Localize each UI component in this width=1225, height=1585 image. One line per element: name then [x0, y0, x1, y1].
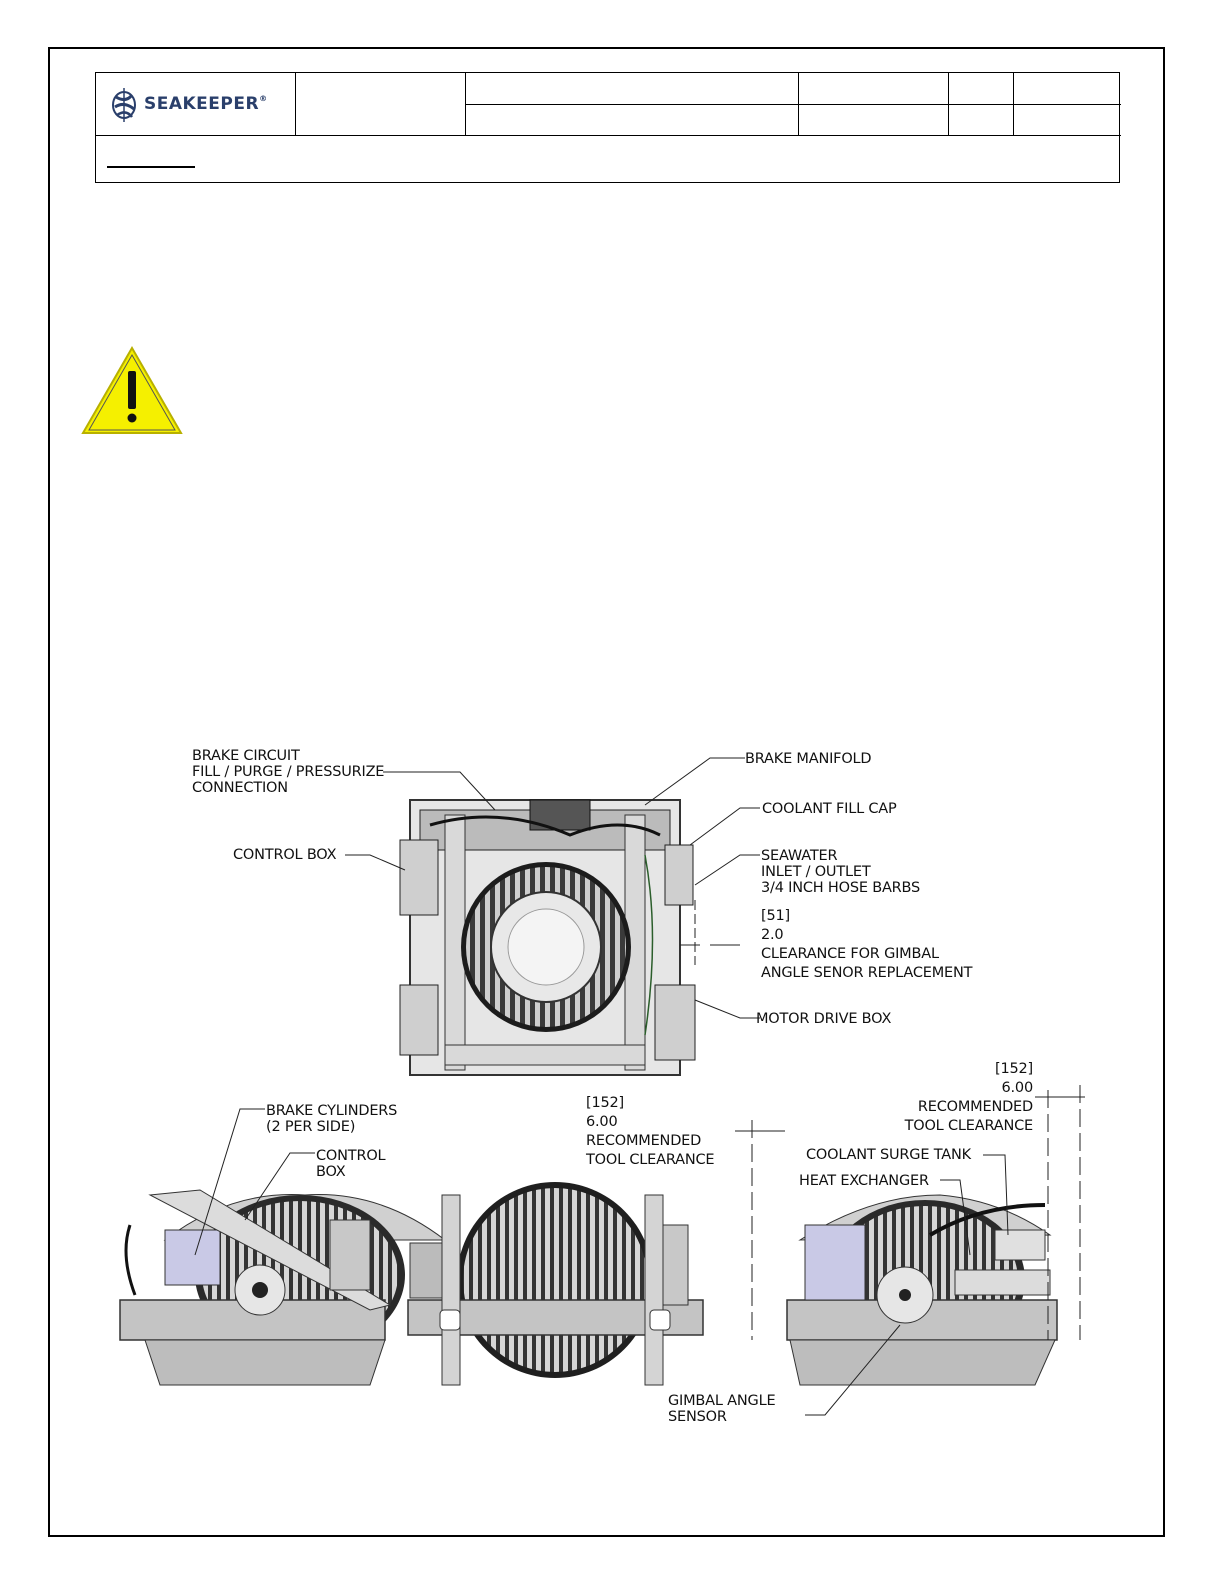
callout-motor-drive-box: MOTOR DRIVE BOX — [756, 1011, 892, 1027]
seakeeper-technical-drawing — [119, 757, 1085, 1416]
seakeeper-logo: SEAKEEPER® — [110, 87, 290, 123]
callout-clearance-gimbal: [51] 2.0 CLEARANCE FOR GIMBAL ANGLE SENO… — [761, 908, 973, 981]
callout-brake-cylinders: BRAKE CYLINDERS (2 PER SIDE) — [266, 1103, 398, 1135]
callout-coolant-surge-tank: COOLANT SURGE TANK — [806, 1147, 971, 1163]
side-view-right — [786, 1194, 1058, 1386]
document-header: SEAKEEPER® — [95, 72, 1121, 183]
side-view-left — [119, 1189, 447, 1386]
header-divider — [295, 73, 296, 135]
callout-control-box-top: CONTROL BOX — [233, 847, 337, 863]
callout-tool-clearance-mid: [152] 6.00 RECOMMENDED TOOL CLEARANCE — [586, 1095, 715, 1168]
callout-tool-clearance-right: [152] 6.00 RECOMMENDED TOOL CLEARANCE — [904, 1061, 1034, 1134]
section-underline — [107, 166, 195, 168]
seakeeper-logo-icon — [112, 88, 136, 122]
callout-heat-exchanger: HEAT EXCHANGER — [799, 1173, 929, 1189]
header-divider — [465, 104, 1121, 105]
callout-brake-circuit: BRAKE CIRCUIT FILL / PURGE / PRESSURIZE … — [192, 748, 385, 796]
callout-brake-manifold: BRAKE MANIFOLD — [745, 751, 872, 767]
leader-lines — [194, 757, 1085, 1416]
logo-wordmark: SEAKEEPER® — [144, 94, 268, 114]
header-divider — [96, 135, 1121, 136]
page-frame — [48, 47, 1165, 1537]
callout-coolant-fill-cap: COOLANT FILL CAP — [762, 801, 897, 817]
warning-triangle-icon — [81, 345, 183, 434]
top-view — [399, 799, 696, 1076]
callout-control-box-side: CONTROL BOX — [316, 1148, 386, 1180]
callout-gimbal-angle-sensor: GIMBAL ANGLE SENSOR — [668, 1393, 776, 1425]
front-view-middle — [407, 1182, 704, 1386]
callout-seawater: SEAWATER INLET / OUTLET 3/4 INCH HOSE BA… — [761, 848, 921, 896]
